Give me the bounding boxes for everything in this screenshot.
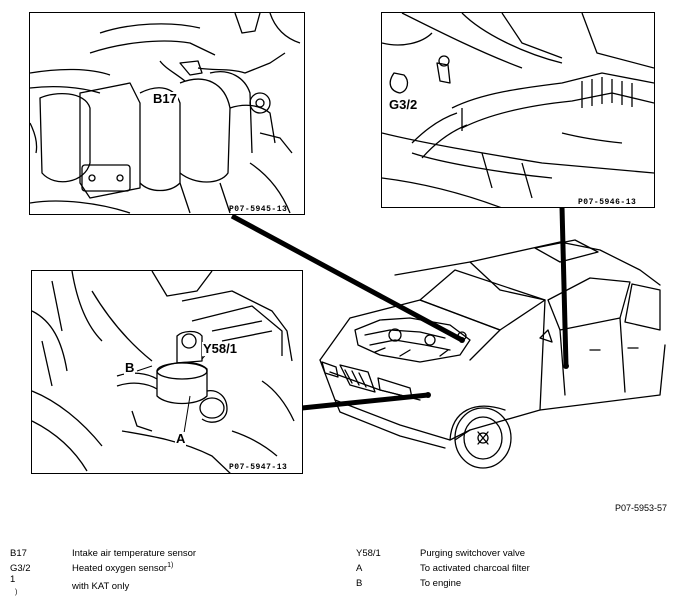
engine-detail-drawing bbox=[30, 13, 301, 214]
inset-code-top-right: P07-5946-13 bbox=[578, 198, 637, 207]
inset-code-top-left: P07-5945-13 bbox=[229, 205, 288, 214]
callout-b: B bbox=[124, 360, 136, 375]
legend-footnote-number: 1 bbox=[10, 574, 16, 585]
figure-id: P07-5953-57 bbox=[615, 503, 668, 513]
callout-y58-1: Y58/1 bbox=[202, 341, 238, 356]
callout-a: A bbox=[175, 431, 187, 446]
legend-footnote-paren: ) bbox=[15, 589, 18, 596]
valve-detail-drawing bbox=[32, 271, 295, 473]
exhaust-detail-drawing bbox=[382, 13, 654, 207]
legend-code-a: A bbox=[356, 563, 363, 574]
legend-code-footnote: 1 ) bbox=[10, 574, 17, 599]
callout-b17: B17 bbox=[152, 91, 178, 106]
callout-g3-2: G3/2 bbox=[388, 97, 419, 112]
legend-footnote-ref: 1) bbox=[167, 561, 174, 569]
legend-code-b17: B17 bbox=[10, 548, 27, 559]
legend-desc-b17: Intake air temperature sensor bbox=[72, 548, 197, 559]
legend-desc-b: To engine bbox=[420, 578, 462, 589]
inset-intake-air-temp-sensor: B17 P07-5945-13 bbox=[29, 12, 305, 215]
inset-code-bottom-left: P07-5947-13 bbox=[229, 463, 288, 472]
inset-heated-oxygen-sensor: G3/2 P07-5946-13 bbox=[381, 12, 655, 208]
legend-code-y58-1: Y58/1 bbox=[356, 548, 381, 559]
legend-desc-y58-1: Purging switchover valve bbox=[420, 548, 526, 559]
legend-desc-a: To activated charcoal filter bbox=[420, 563, 530, 574]
legend-code-b: B bbox=[356, 578, 363, 589]
legend-desc-g3-2-text: Heated oxygen sensor bbox=[72, 563, 168, 574]
legend-desc-footnote: with KAT only bbox=[72, 581, 130, 592]
legend-desc-g3-2: Heated oxygen sensor1) bbox=[72, 561, 174, 575]
inset-purging-switchover-valve: Y58/1 B A P07-5947-13 bbox=[31, 270, 303, 474]
legend-code-g3-2: G3/2 bbox=[10, 563, 31, 574]
